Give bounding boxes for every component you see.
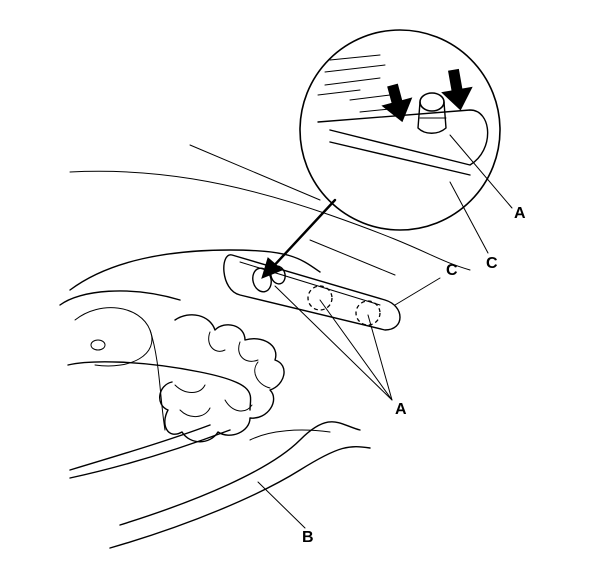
callout-a-main: A: [395, 401, 407, 418]
detail-leader-arrow: [261, 198, 337, 279]
body-panel-lines: [69, 144, 471, 276]
wheel-housing: [59, 249, 321, 479]
wire-harness: [159, 314, 285, 443]
detail-magnifier: [299, 29, 501, 231]
callout-b-main: B: [302, 529, 314, 546]
trim-strip-main: [223, 254, 401, 331]
callout-a-detail: A: [514, 205, 526, 222]
callout-c-detail: C: [486, 255, 498, 272]
callout-leaders: [257, 134, 513, 529]
callout-c-main: C: [446, 262, 458, 279]
lower-trim: [109, 421, 371, 549]
